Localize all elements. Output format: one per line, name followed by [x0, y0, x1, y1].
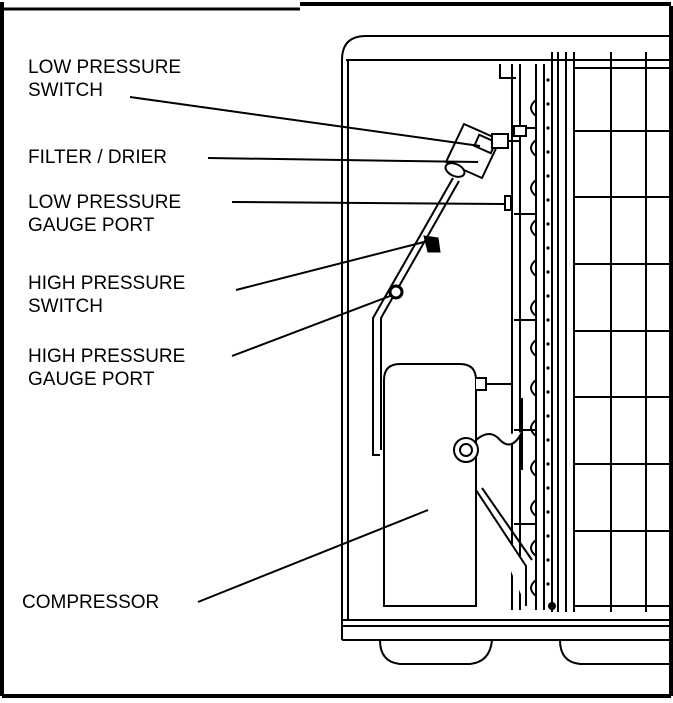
- refrigerant-line: [372, 177, 460, 456]
- coil-dots: [546, 78, 556, 610]
- high-pressure-switch-shape: [423, 235, 441, 253]
- label-line: LOW PRESSURE: [28, 192, 182, 213]
- label-low-pressure-gauge-port: LOW PRESSURE GAUGE PORT: [28, 191, 181, 237]
- label-line: HIGH PRESSURE: [28, 346, 186, 367]
- compressor-terminal-box: [453, 437, 479, 463]
- label-line: SWITCH: [28, 80, 103, 101]
- low-pressure-switch-shape: [491, 125, 527, 149]
- label-line: SWITCH: [28, 296, 103, 317]
- cabinet-feet: [379, 639, 671, 665]
- label-high-pressure-gauge-port: HIGH PRESSURE GAUGE PORT: [28, 345, 185, 391]
- label-line: GAUGE PORT: [28, 369, 155, 390]
- label-low-pressure-switch: LOW PRESSURE SWITCH: [28, 56, 181, 102]
- leader-lines: [129, 96, 505, 603]
- coil-tubing: [499, 64, 545, 610]
- unit-cabinet: [341, 35, 671, 641]
- label-high-pressure-switch: HIGH PRESSURE SWITCH: [28, 272, 185, 318]
- high-pressure-gauge-port-shape: [388, 284, 404, 300]
- label-line: HIGH PRESSURE: [28, 273, 186, 294]
- label-line: GAUGE PORT: [28, 215, 155, 236]
- label-filter-drier: FILTER / DRIER: [28, 147, 167, 168]
- coil-grille: [551, 52, 671, 612]
- label-line: LOW PRESSURE: [28, 57, 182, 78]
- filter-drier-shape: [444, 122, 502, 180]
- label-compressor: COMPRESSOR: [22, 592, 160, 613]
- compressor-shape: [383, 363, 533, 607]
- low-pressure-gauge-port-shape: [504, 195, 512, 211]
